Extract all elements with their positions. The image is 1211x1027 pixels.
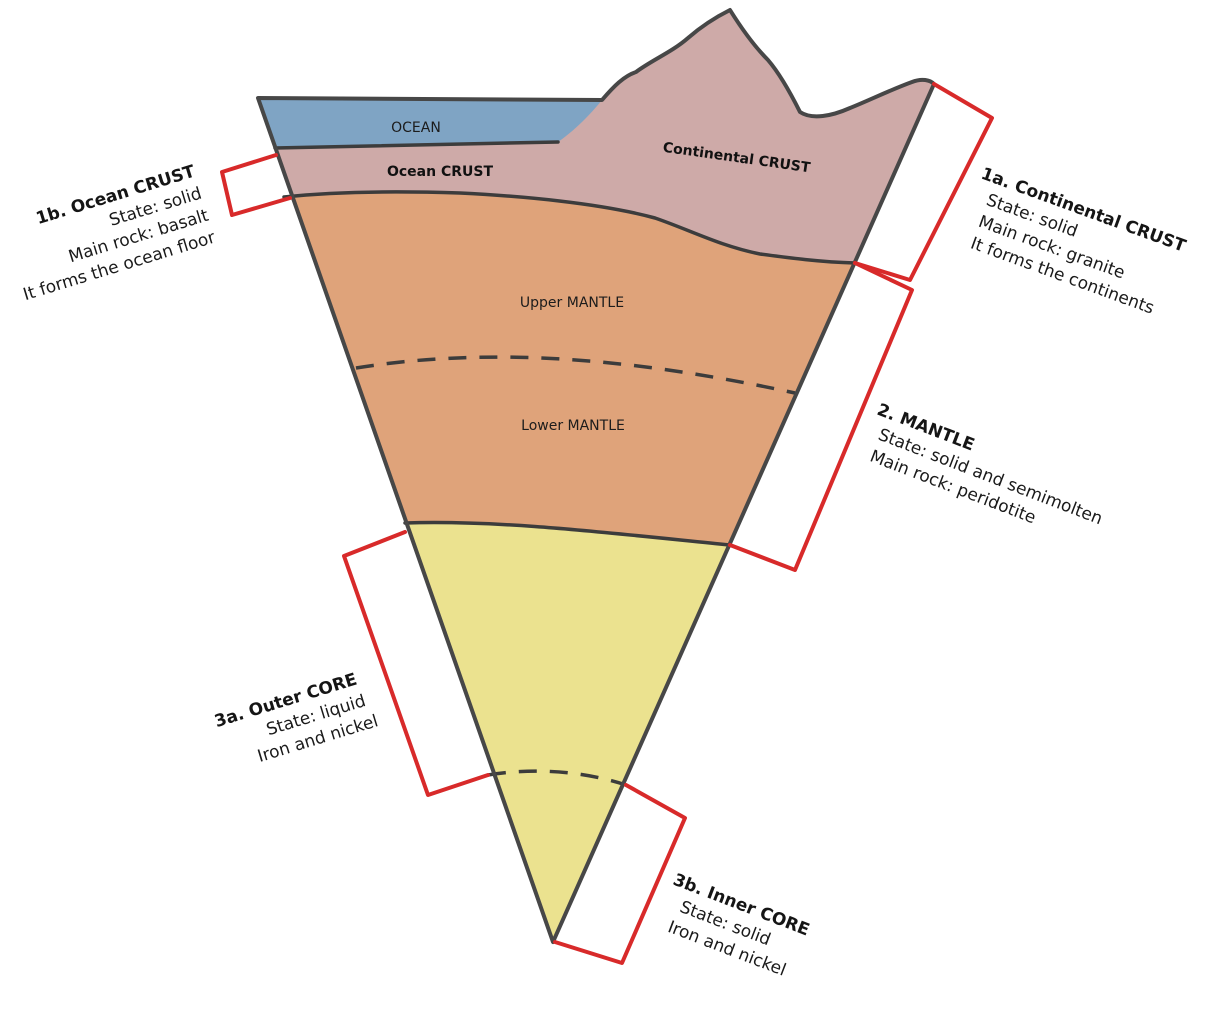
inner-core-annotation: 3b. Inner CORE State: solid Iron and nic…	[665, 870, 812, 981]
mantle-core-boundary	[403, 520, 732, 547]
outer-inner-core-boundary	[487, 769, 627, 787]
mantle-annotation: 2. MANTLE State: solid and semimolten Ma…	[867, 400, 1105, 529]
wedge-outline	[256, 8, 936, 944]
crust-mantle-boundary	[282, 190, 857, 265]
ocean-crust-annotation: 1b. Ocean CRUST State: solid Main rock: …	[21, 162, 218, 306]
ocean-label: OCEAN	[391, 120, 441, 136]
inner-core-bracket	[553, 783, 687, 965]
lower-mantle-label: Lower MANTLE	[521, 418, 625, 434]
continental-crust-annotation: 1a. Continental CRUST State: solid Main …	[968, 164, 1189, 319]
upper-mantle-label: Upper MANTLE	[520, 295, 624, 311]
outer-core-bracket	[342, 530, 490, 797]
ocean-crust-bracket	[220, 153, 292, 217]
continental-crust-bracket	[853, 82, 994, 282]
ocean-crust-inner-label: Ocean CRUST	[387, 164, 493, 180]
outer-core-annotation: 3a. Outer CORE State: liquid Iron and ni…	[212, 670, 380, 767]
layer-fills	[258, 10, 934, 942]
upper-lower-mantle-boundary	[355, 355, 796, 395]
ocean-floor-line	[273, 140, 560, 150]
mantle-bracket	[728, 261, 914, 572]
